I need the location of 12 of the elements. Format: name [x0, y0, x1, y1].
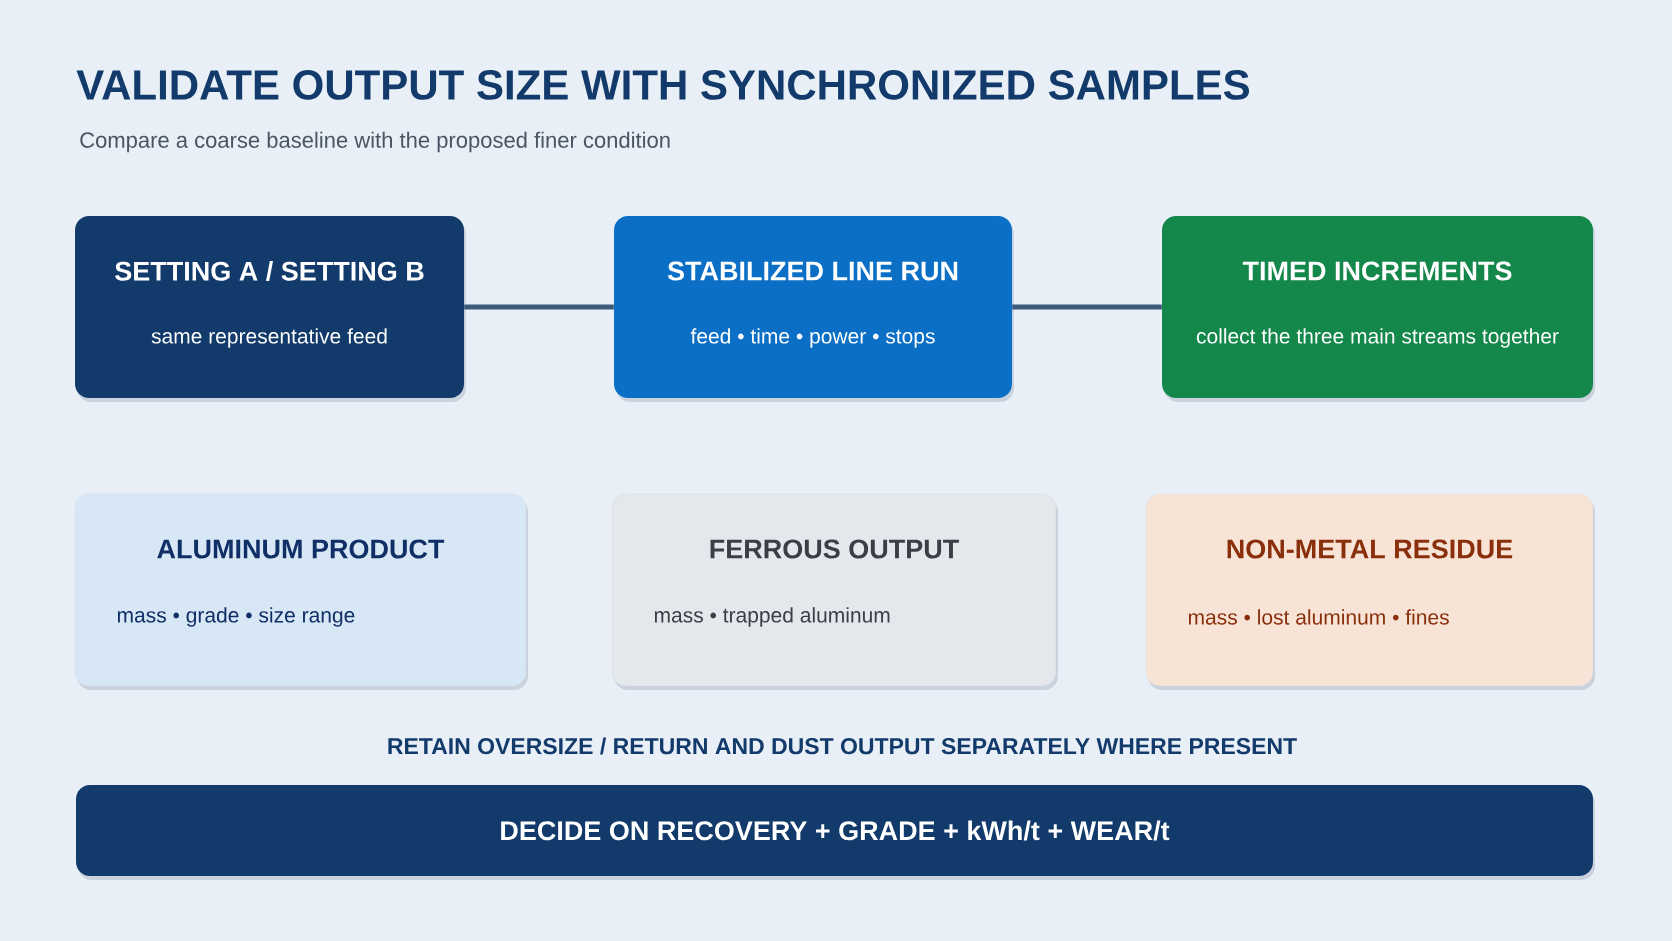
- process-box: SETTING A / SETTING B same representative feed: [75, 216, 466, 402]
- process-box: ALUMINUM PRODUCT mass • grade • size range: [74, 493, 528, 690]
- title: VALIDATE OUTPUT SIZE WITH SYNCHRONIZED SAMPLES: [76, 70, 1249, 100]
- process-box: TIMED INCREMENTS collect the three main streams together: [1162, 216, 1595, 402]
- connector-line: [1012, 304, 1162, 310]
- process-box: DECIDE ON RECOVERY + GRADE + kWh/t + WEAR/t: [76, 785, 1595, 880]
- subtitle: Compare a coarse baseline with the proposed finer condition: [80, 131, 670, 153]
- process-box: FERROUS OUTPUT mass • trapped aluminum: [611, 493, 1058, 690]
- process-box: STABILIZED LINE RUN feed • time • power • stops: [614, 216, 1014, 402]
- connector-line: [464, 304, 614, 310]
- process-box: NON-METAL RESIDUE mass • lost aluminum • fines: [1145, 493, 1595, 690]
- note: RETAIN OVERSIZE / RETURN AND DUST OUTPUT SEPARATELY WHERE PRESENT: [388, 737, 1297, 755]
